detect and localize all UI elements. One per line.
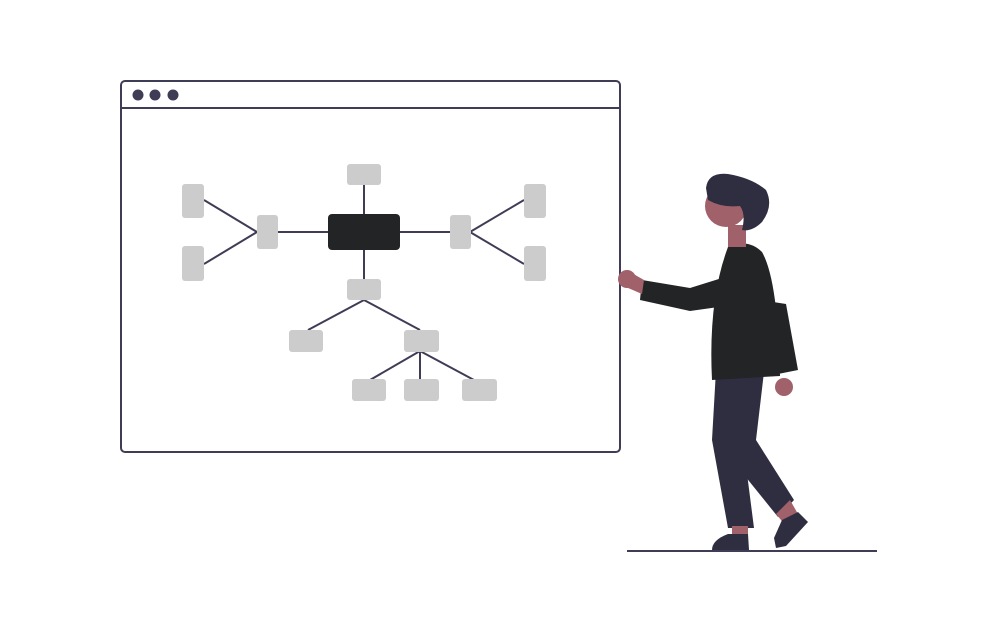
diagram-node-bottom-connector[interactable]: [347, 279, 381, 300]
edge-left-upper: [203, 199, 258, 233]
diagram-edges: [203, 185, 525, 381]
person-pointing-arm: [640, 278, 746, 311]
diagram-nodes: [182, 164, 546, 401]
diagram-node-left-lower[interactable]: [182, 246, 204, 281]
edge-left-lower: [203, 231, 258, 265]
edge-leaf-left: [369, 350, 421, 381]
person-back-shoe: [774, 512, 808, 548]
edge-bottom-left: [307, 299, 365, 331]
diagram-node-right-connector[interactable]: [450, 215, 471, 249]
diagram-node-right-lower[interactable]: [524, 246, 546, 281]
diagram-node-right-upper[interactable]: [524, 184, 546, 218]
person-hair: [706, 173, 770, 231]
edge-right-upper: [469, 199, 525, 233]
central-node[interactable]: [328, 214, 400, 250]
diagram-node-left-connector[interactable]: [257, 215, 278, 249]
person-neck: [728, 225, 746, 247]
person-back-leg: [732, 372, 794, 517]
browser-window: [120, 80, 621, 453]
person-front-shoe: [712, 534, 749, 550]
diagram-node-bottom-right[interactable]: [404, 330, 439, 352]
person-torso: [711, 243, 780, 380]
diagram-node-bottom-left[interactable]: [289, 330, 323, 352]
window-dot-3[interactable]: [167, 89, 179, 101]
diagram-node-top[interactable]: [347, 164, 381, 185]
person-front-leg: [712, 370, 754, 528]
edge-leaf-right: [419, 350, 475, 381]
diagram-node-leaf-right[interactable]: [462, 379, 497, 401]
diagram-node-leaf-middle[interactable]: [404, 379, 439, 401]
browser-window-frame: [120, 80, 621, 453]
edge-bottom-right: [363, 299, 421, 331]
person-right-hand: [775, 378, 793, 396]
diagram-node-left-upper[interactable]: [182, 184, 204, 218]
person-presenting: [618, 173, 808, 550]
person-pointing-wrist: [628, 272, 644, 294]
window-dot-2[interactable]: [149, 89, 161, 101]
diagram-node-leaf-left[interactable]: [352, 379, 386, 401]
edge-right-lower: [469, 231, 525, 265]
window-dot-1[interactable]: [132, 89, 144, 101]
